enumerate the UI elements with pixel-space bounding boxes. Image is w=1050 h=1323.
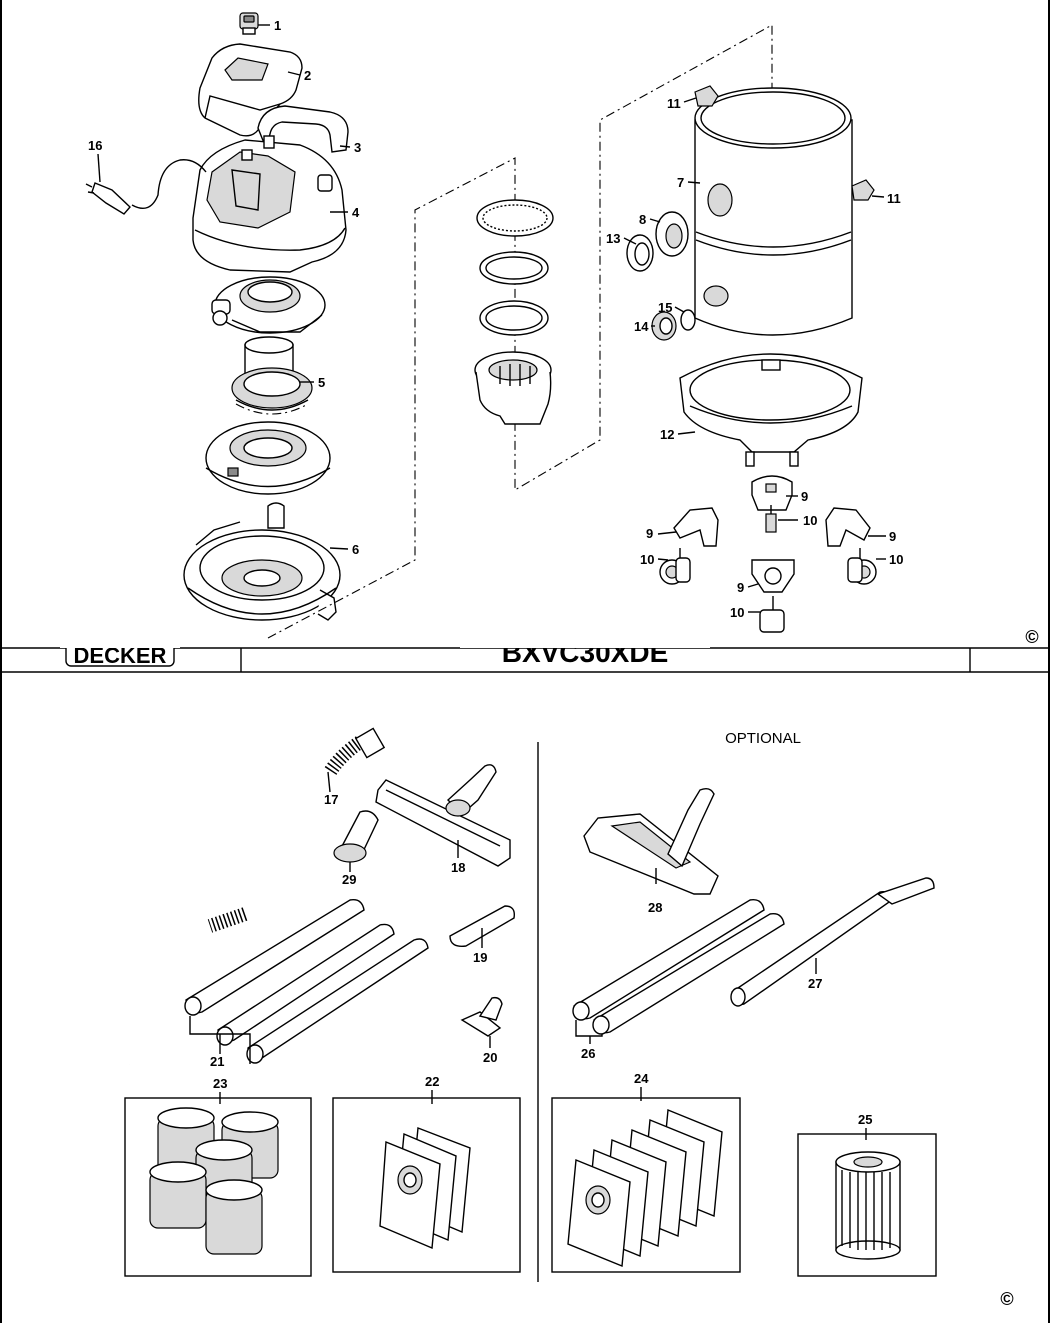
part-25-dusting-brush (333, 810, 379, 863)
part-21-extension-wands (184, 899, 429, 1064)
part-5-motor (231, 336, 313, 415)
part-17-hose (121, 727, 386, 1066)
callout-10-left: 10 (640, 552, 654, 567)
bottom-sheet-callouts: 17 18 29 19 20 21 28 27 26 23 22 24 25 © (210, 771, 1014, 1309)
part-3-handle (257, 105, 349, 153)
callout-15: 15 (658, 300, 672, 315)
callout-9-left: 9 (646, 526, 653, 541)
callout-1: 1 (274, 18, 281, 33)
part-8-port-flange (655, 211, 689, 257)
callout-29: 25 (858, 1112, 872, 1127)
part-11-latch-right (851, 179, 875, 201)
part-24-optional-floor-tool (583, 787, 719, 895)
callout-18: 18 (451, 860, 465, 875)
callout-10-bottom: 10 (730, 605, 744, 620)
motor-head-assembly (85, 12, 349, 621)
callout-26: 26 (581, 1046, 595, 1061)
callout-10-center: 10 (803, 513, 817, 528)
part-22-dust-bags (332, 1097, 521, 1273)
callout-7: 7 (677, 175, 684, 190)
part-9-caster-holder-center (751, 475, 793, 511)
part-9-caster-holder-right (825, 507, 871, 547)
part-6-lower-housing (183, 502, 341, 621)
motor-base (205, 421, 331, 495)
tank-assembly (626, 85, 877, 633)
part-13-port-clamp (626, 234, 654, 272)
callout-25: 29 (342, 872, 356, 887)
callout-5: 5 (318, 375, 325, 390)
motor-mount-ring (211, 276, 326, 334)
callout-2: 2 (304, 68, 311, 83)
callout-13: 13 (606, 231, 620, 246)
callout-6: 6 (352, 542, 359, 557)
part-12-base-ring (679, 353, 863, 467)
part-10-caster-bottom (759, 596, 785, 633)
callout-9-bottom: 9 (737, 580, 744, 595)
filter-ring-stack (267, 24, 773, 639)
callout-10-right: 10 (889, 552, 903, 567)
part-23-filter-sleeves (124, 1097, 312, 1277)
part-10-caster-right (847, 548, 877, 585)
callout-16: 16 (88, 138, 102, 153)
callout-21: 21 (210, 1054, 224, 1069)
callout-12: 12 (660, 427, 674, 442)
part-14-plug (651, 311, 677, 341)
part-26-optional-wands (572, 899, 785, 1044)
part-10-caster-center (765, 505, 777, 533)
part-15-seal (680, 309, 696, 331)
callout-28: 24 (634, 1071, 649, 1086)
callout-24: 28 (648, 900, 662, 915)
part-11-latch-left (694, 85, 719, 107)
part-7-tank (694, 87, 853, 336)
callout-27: 27 (808, 976, 822, 991)
part-28-optional-dust-bags (551, 1097, 741, 1273)
top-sheet-callouts: 1 2 3 4 5 6 16 7 8 13 11 11 15 14 12 9 1… (88, 18, 903, 620)
callout-11-left: 11 (667, 96, 681, 111)
callout-9-right: 9 (889, 529, 896, 544)
callout-22: 22 (425, 1074, 439, 1089)
copyright-mark-bottom: © (1000, 1289, 1013, 1309)
callout-23: 23 (213, 1076, 227, 1091)
part-19-crevice-tool (449, 905, 515, 947)
callout-14: 14 (634, 319, 649, 334)
callout-8: 8 (639, 212, 646, 227)
part-4-motor-housing (192, 135, 347, 273)
part-9-caster-holder-bottom (751, 559, 795, 593)
part-27-telescopic-wand (730, 877, 935, 1007)
callout-3: 3 (354, 140, 361, 155)
optional-label: OPTIONAL (725, 730, 801, 747)
title-block: DECKER BXVC30XDE © (60, 624, 1039, 668)
part-9-caster-holder-left (673, 507, 719, 547)
callout-4: 4 (352, 205, 360, 220)
callout-20: 20 (483, 1050, 497, 1065)
callout-9-center: 9 (801, 489, 808, 504)
callout-17: 17 (324, 792, 338, 807)
callout-19: 19 (473, 950, 487, 965)
part-1-switch (239, 12, 259, 35)
callout-11-right: 11 (887, 191, 901, 206)
part-2-top-cover (198, 43, 303, 137)
copyright-mark-top: © (1025, 627, 1038, 647)
part-29-cartridge-filter (797, 1133, 937, 1277)
part-10-caster-left (659, 548, 691, 585)
part-18-floor-tool (375, 764, 511, 867)
part-16-power-cord (85, 159, 207, 215)
part-20-upholstery-tool (460, 996, 503, 1037)
